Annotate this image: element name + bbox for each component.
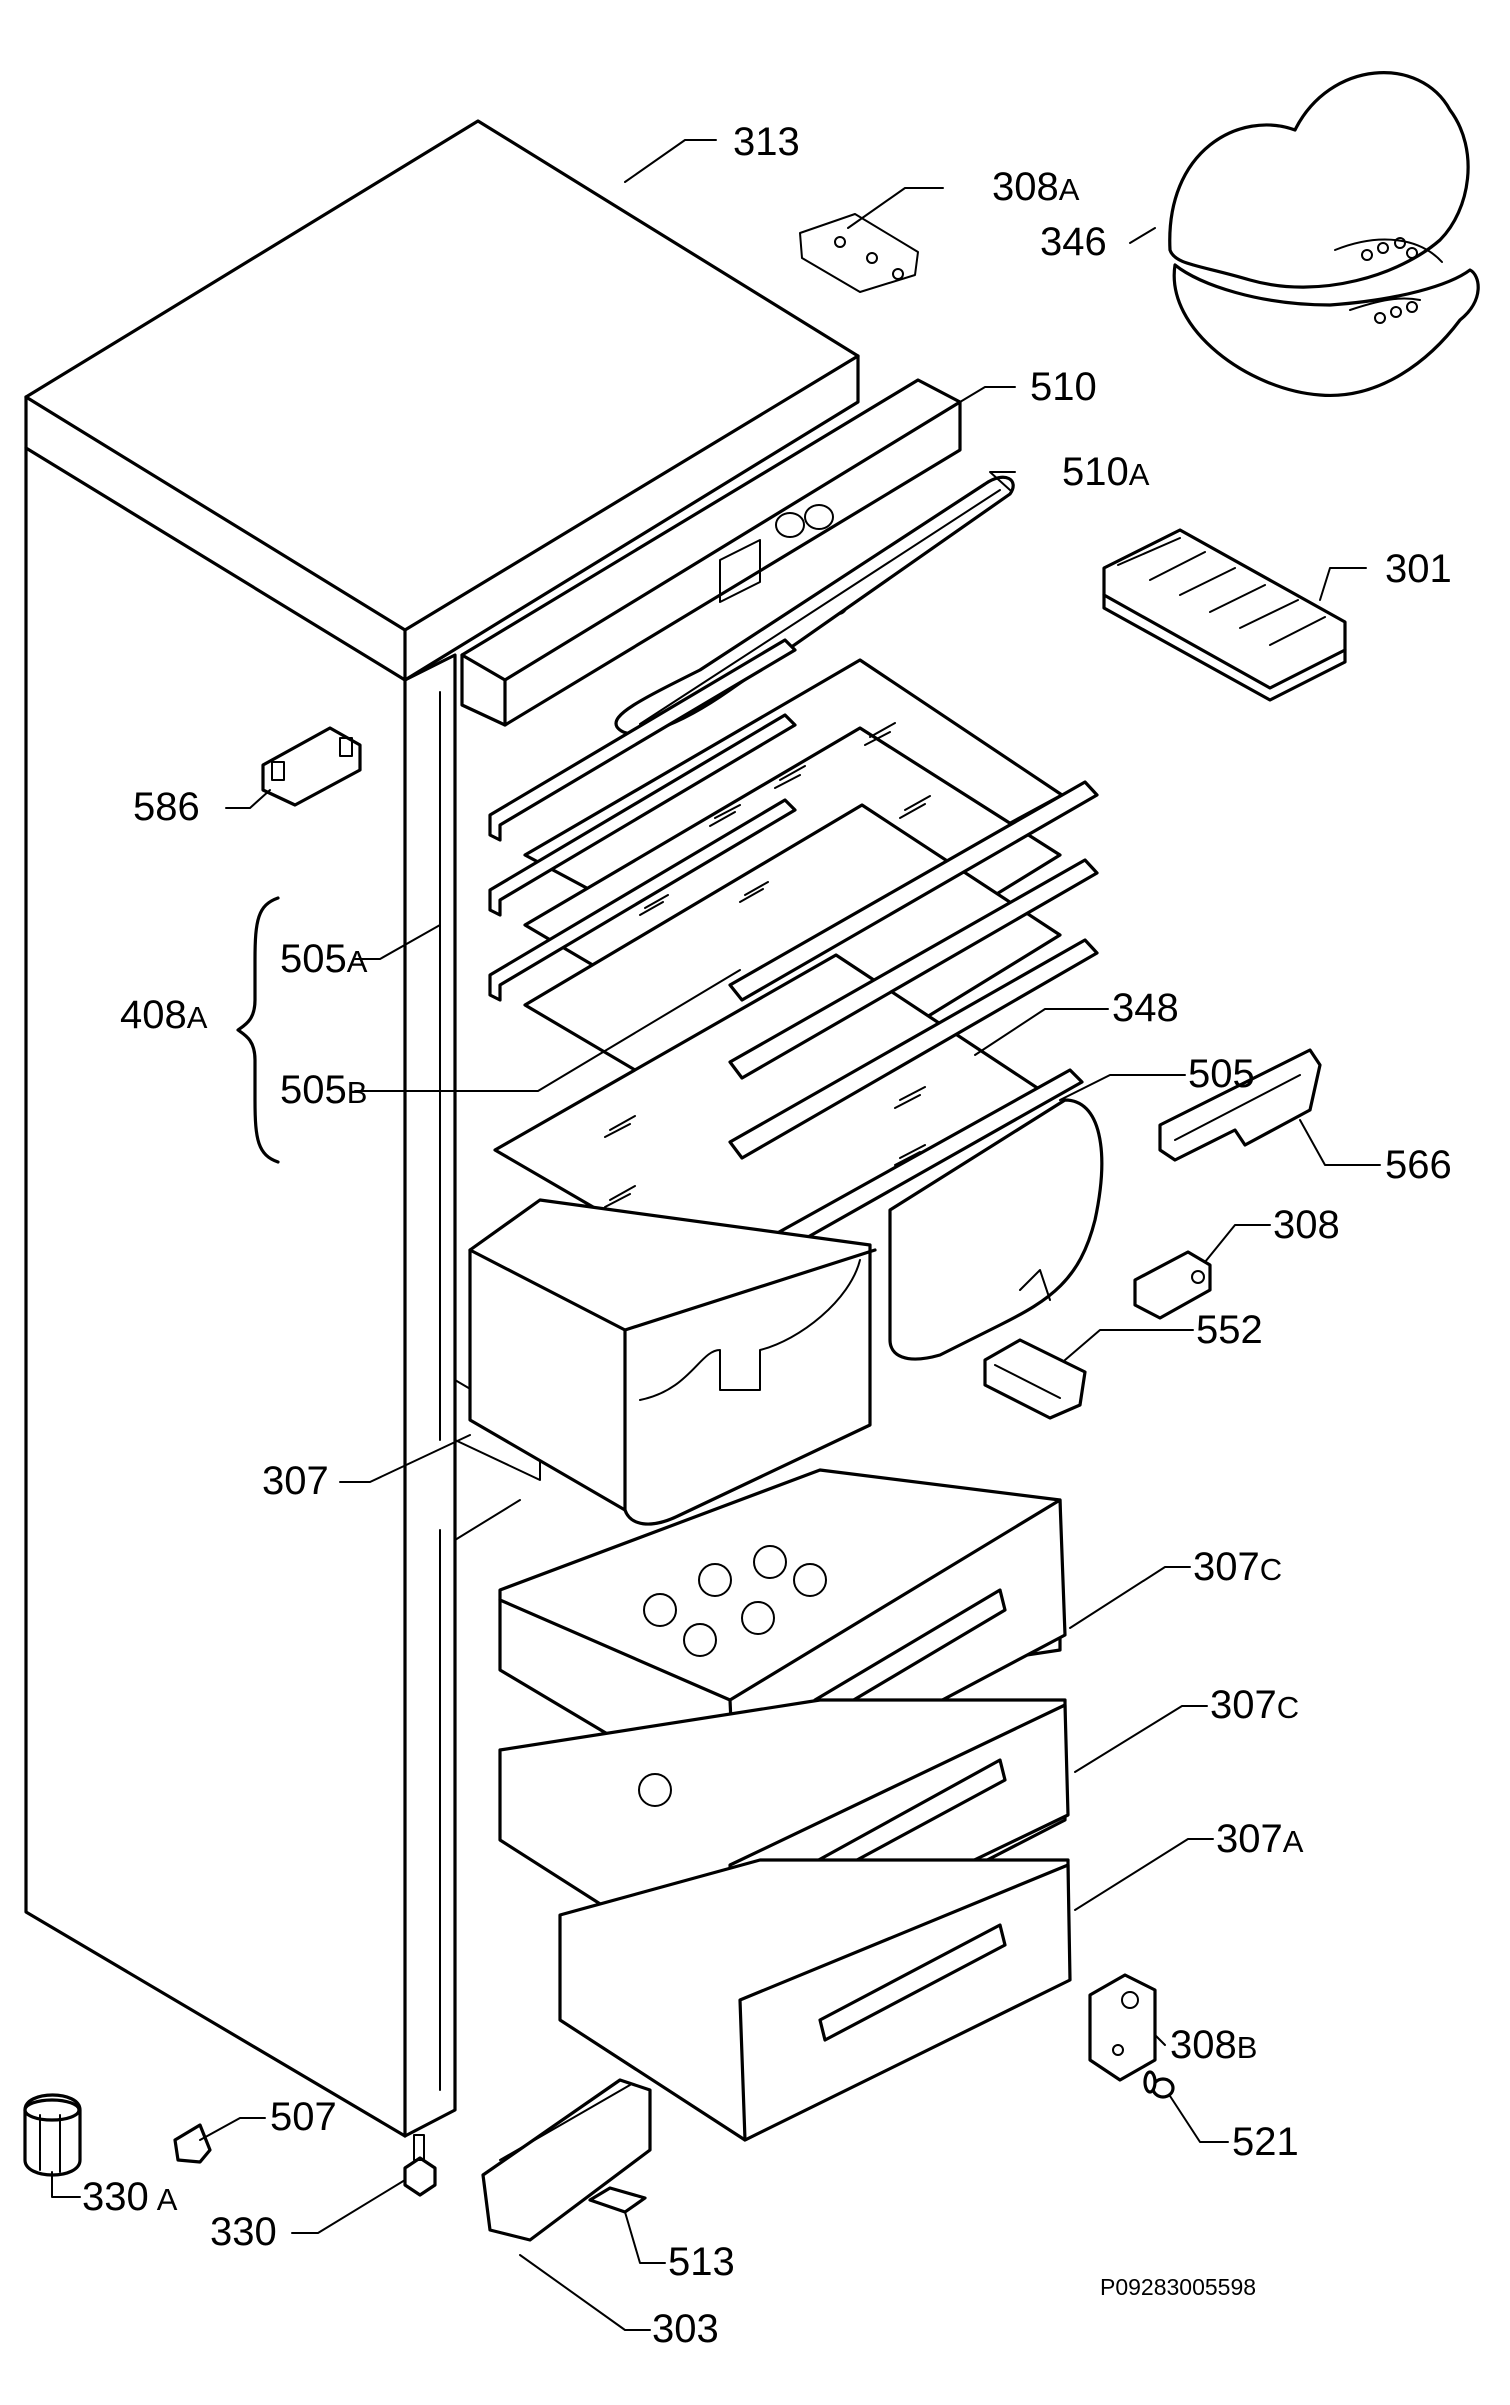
label-505: 505 bbox=[1188, 1052, 1255, 1096]
group-brace-408a bbox=[236, 896, 280, 1164]
steamer-dish-346 bbox=[1168, 71, 1480, 397]
label-307a: 307A bbox=[1216, 1817, 1304, 1861]
label-313: 313 bbox=[733, 120, 800, 164]
top-hinge-308a bbox=[799, 213, 919, 293]
label-507: 507 bbox=[270, 2095, 337, 2139]
label-330: 330 bbox=[210, 2210, 277, 2254]
label-505a: 505A bbox=[280, 937, 368, 981]
label-552: 552 bbox=[1196, 1308, 1263, 1352]
label-346: 346 bbox=[1040, 220, 1107, 264]
adjustable-foot-330a bbox=[23, 2093, 82, 2177]
label-308b: 308B bbox=[1170, 2023, 1257, 2067]
label-308a: 308A bbox=[992, 165, 1080, 209]
label-566: 566 bbox=[1385, 1143, 1452, 1187]
label-408a: 408A bbox=[120, 993, 208, 1037]
freezer-drawers bbox=[498, 1468, 1072, 2142]
vegetable-drawers-307 bbox=[468, 1098, 1104, 1526]
label-303: 303 bbox=[652, 2307, 719, 2351]
bottle-divider-566 bbox=[1158, 1048, 1322, 1162]
label-307: 307 bbox=[262, 1459, 329, 1503]
drawing-code: P09283005598 bbox=[1100, 2274, 1256, 2300]
drawer-runner-552 bbox=[983, 1338, 1087, 1420]
plinth-grille-303 bbox=[481, 2078, 652, 2242]
shelf-rails bbox=[488, 638, 1099, 1282]
control-panel-510 bbox=[460, 378, 962, 727]
ice-cube-tray-301 bbox=[1102, 528, 1347, 702]
label-510: 510 bbox=[1030, 365, 1097, 409]
label-521: 521 bbox=[1232, 2120, 1299, 2164]
label-348: 348 bbox=[1112, 986, 1179, 1030]
label-301: 301 bbox=[1385, 547, 1452, 591]
label-307c-lower: 307C bbox=[1210, 1683, 1299, 1727]
bracket-507 bbox=[173, 2123, 212, 2164]
label-586: 586 bbox=[133, 785, 200, 829]
hinge-308b bbox=[1088, 1973, 1157, 2082]
label-308: 308 bbox=[1273, 1203, 1340, 1247]
hinge-bracket-308 bbox=[1133, 1250, 1212, 1320]
cabinet-body bbox=[24, 119, 860, 2138]
bracket-586 bbox=[261, 726, 362, 807]
screw-521 bbox=[1143, 2070, 1175, 2099]
callout-labels: 313 308A 346 510 510A 301 586 505A 408A … bbox=[82, 120, 1452, 2351]
adjustable-foot-330 bbox=[403, 2134, 437, 2197]
leader-lines bbox=[51, 139, 1381, 2331]
label-505b: 505B bbox=[280, 1068, 367, 1112]
label-510a: 510A bbox=[1062, 450, 1150, 494]
label-307c-upper: 307C bbox=[1193, 1545, 1282, 1589]
label-513: 513 bbox=[668, 2240, 735, 2284]
clip-513 bbox=[588, 2186, 647, 2214]
